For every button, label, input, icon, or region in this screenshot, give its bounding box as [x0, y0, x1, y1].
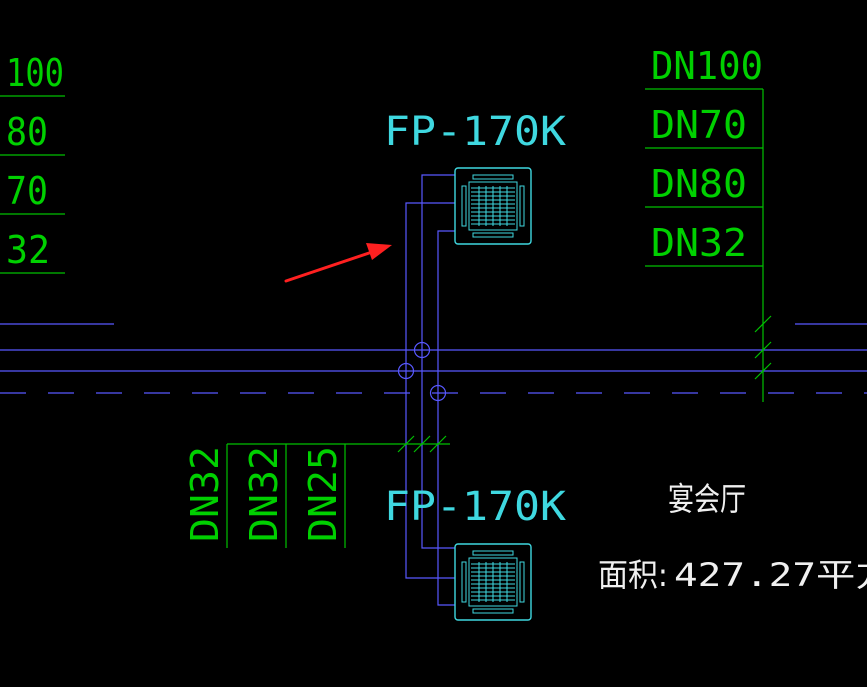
vertical-risers [397, 174, 455, 606]
right-label-1: DN100 [651, 44, 763, 88]
room-annotation: 宴会厅 面积: 427.27平方米 [598, 480, 867, 594]
bottom-label-3: DN25 [301, 446, 345, 542]
riser-middle [405, 202, 455, 579]
bottom-tick-3 [429, 435, 447, 453]
pipe-joint-2 [397, 362, 415, 380]
unit-2-label: FP-170K [384, 484, 566, 530]
riser-inner [437, 230, 455, 606]
right-tick-1 [754, 315, 772, 333]
fan-coil-unit-1: FP-170K [384, 109, 566, 245]
cassette-fan-coil-icon [454, 167, 532, 245]
bottom-label-2: DN32 [242, 446, 286, 542]
left-label-2: 80 [6, 110, 48, 154]
bottom-tick-2 [413, 435, 431, 453]
right-tick-2 [754, 341, 772, 359]
pipe-joint-3 [429, 384, 447, 402]
room-area-label: 面积: [598, 556, 668, 594]
room-area-value: 427.27平方米 [674, 556, 867, 594]
left-label-1: 100 [6, 51, 64, 95]
bottom-label-group: DN32 DN32 DN25 [183, 435, 450, 548]
horizontal-pipes [0, 323, 867, 394]
right-label-3: DN80 [651, 162, 747, 206]
bottom-tick-1 [397, 435, 415, 453]
bottom-label-1: DN32 [183, 446, 227, 542]
cassette-fan-coil-icon [454, 543, 532, 621]
pipe-joint-1 [413, 341, 431, 359]
red-pointer-arrow-icon [284, 243, 392, 283]
fan-coil-unit-2: FP-170K [384, 484, 566, 621]
right-label-4: DN32 [651, 221, 747, 265]
unit-1-label: FP-170K [384, 109, 566, 155]
left-label-4: 32 [6, 228, 50, 272]
right-label-stack: DN100 DN70 DN80 DN32 [645, 44, 772, 402]
right-label-2: DN70 [651, 103, 747, 147]
right-tick-3 [754, 362, 772, 380]
room-name: 宴会厅 [668, 480, 746, 518]
left-label-3: 70 [6, 169, 48, 213]
left-label-stack: 100 80 70 32 [0, 51, 65, 274]
